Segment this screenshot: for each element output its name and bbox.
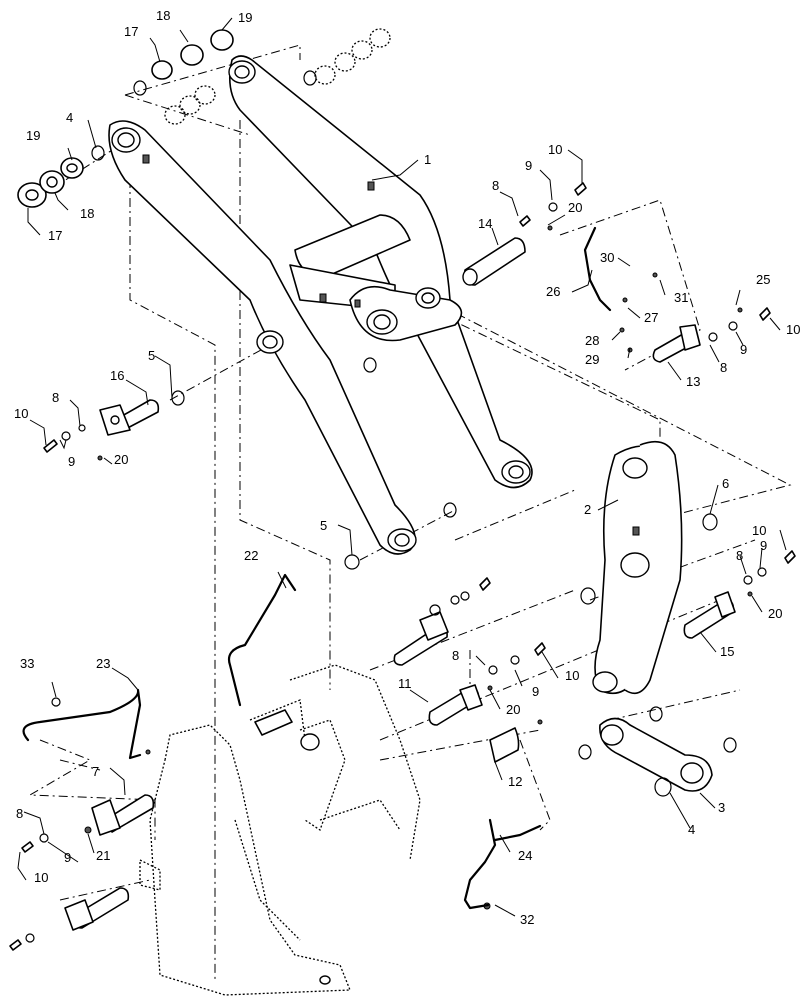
callout-1: 1: [424, 152, 431, 167]
callout-28: 28: [585, 333, 599, 348]
callout-18: 18: [156, 8, 170, 23]
callout-21: 21: [96, 848, 110, 863]
callout-12: 12: [508, 774, 522, 789]
callout-8: 8: [52, 390, 59, 405]
callout-8: 8: [492, 178, 499, 193]
callout-22: 22: [244, 548, 258, 563]
callout-9: 9: [740, 342, 747, 357]
callout-32: 32: [520, 912, 534, 927]
callout-3: 3: [718, 800, 725, 815]
callout-20: 20: [768, 606, 782, 621]
callout-29: 29: [585, 352, 599, 367]
callout-18: 18: [80, 206, 94, 221]
callout-5: 5: [148, 348, 155, 363]
bellcrank: [592, 440, 683, 695]
callout-labels: 1 2 3 4 4 5 5 6 7 8 8 8 8 8 8 9 9 9 9 9 …: [14, 8, 800, 927]
callout-20: 20: [506, 702, 520, 717]
callout-9: 9: [525, 158, 532, 173]
callout-8: 8: [736, 548, 743, 563]
callout-9: 9: [68, 454, 75, 469]
callout-20: 20: [568, 200, 582, 215]
callout-13: 13: [686, 374, 700, 389]
callout-8: 8: [16, 806, 23, 821]
callout-24: 24: [518, 848, 532, 863]
callout-7: 7: [92, 764, 99, 779]
callout-6: 6: [722, 476, 729, 491]
callout-14: 14: [478, 216, 492, 231]
callout-9: 9: [760, 538, 767, 553]
assembly-centerlines: [28, 44, 792, 980]
callout-31: 31: [674, 290, 688, 305]
callout-10: 10: [14, 406, 28, 421]
callout-9: 9: [64, 850, 71, 865]
callout-15: 15: [720, 644, 734, 659]
small-hardware: [9, 182, 796, 951]
leader-lines: [17, 17, 787, 917]
callout-10: 10: [786, 322, 800, 337]
callout-10: 10: [752, 523, 766, 538]
callout-20: 20: [114, 452, 128, 467]
callout-19: 19: [238, 10, 252, 25]
callout-16: 16: [110, 368, 124, 383]
pins: [64, 237, 736, 931]
callout-26: 26: [546, 284, 560, 299]
callout-4: 4: [688, 822, 695, 837]
callout-17: 17: [124, 24, 138, 39]
callout-8: 8: [452, 648, 459, 663]
callout-8: 8: [720, 360, 727, 375]
callout-10: 10: [548, 142, 562, 157]
callout-5: 5: [320, 518, 327, 533]
callout-27: 27: [644, 310, 658, 325]
callout-30: 30: [600, 250, 614, 265]
callout-9: 9: [532, 684, 539, 699]
callout-10: 10: [34, 870, 48, 885]
callout-17: 17: [48, 228, 62, 243]
callout-25: 25: [756, 272, 770, 287]
loader-frame: [139, 664, 421, 996]
grease-lines: [22, 226, 612, 910]
callout-19: 19: [26, 128, 40, 143]
callout-11: 11: [398, 676, 412, 691]
callout-10: 10: [565, 668, 579, 683]
callout-23: 23: [96, 656, 110, 671]
callout-2: 2: [584, 502, 591, 517]
callout-33: 33: [20, 656, 34, 671]
callout-4: 4: [66, 110, 73, 125]
loader-arm: [108, 55, 533, 555]
link: [599, 717, 713, 792]
